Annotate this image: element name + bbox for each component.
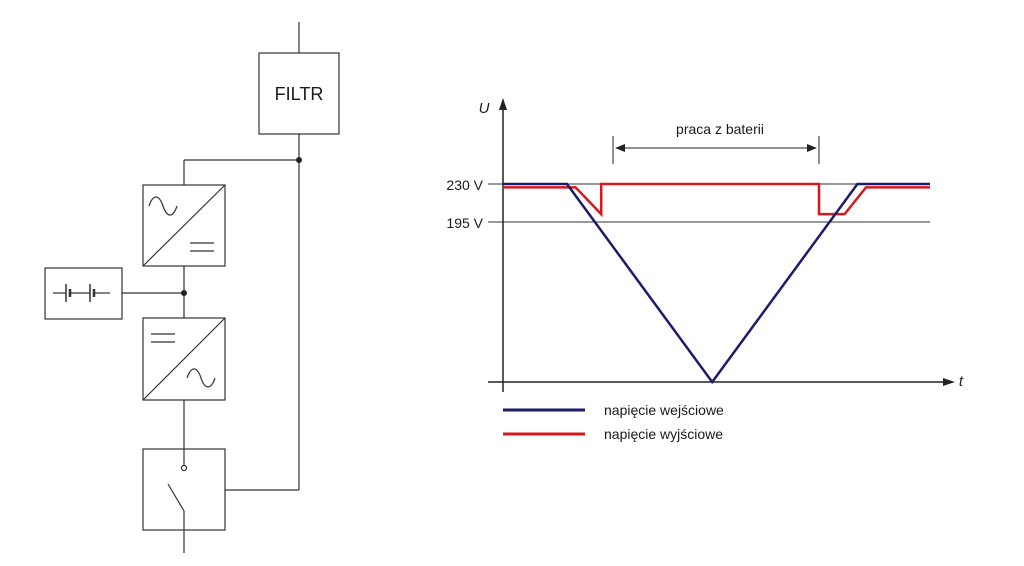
junction-dot [296,157,302,163]
legend-label-output: napięcie wyjściowe [604,426,723,442]
rectifier-block [142,184,226,267]
interval-arrow-left [615,144,625,152]
filter-block [258,52,340,135]
battery-icon [53,284,110,302]
output-voltage-line [503,182,930,218]
y-axis-arrow [499,98,507,110]
ups-block-diagram [44,22,340,553]
x-axis-arrow [943,378,955,386]
switch-icon [167,449,188,530]
interval-arrow-right [807,144,817,152]
x-axis-label: t [959,373,964,390]
switch-block [142,448,226,531]
voltage-chart: U t 230 V 195 V praca z baterii napięcie… [446,98,964,442]
filter-label: FILTR [275,84,324,104]
inverter-block [142,317,226,401]
tick-label-230: 230 V [446,177,483,193]
tick-label-195: 195 V [446,215,483,231]
battery-block [44,267,123,320]
ac-to-dc-icon [148,196,214,252]
dc-to-ac-icon [151,333,216,388]
y-axis-label: U [479,100,490,117]
legend-label-input: napięcie wejściowe [604,402,724,418]
interval-label: praca z baterii [676,121,764,137]
input-voltage-line [503,182,930,385]
battery-interval-marker [612,136,820,164]
legend: napięcie wejściowe napięcie wyjściowe [503,402,724,442]
junction-dot [181,290,187,296]
